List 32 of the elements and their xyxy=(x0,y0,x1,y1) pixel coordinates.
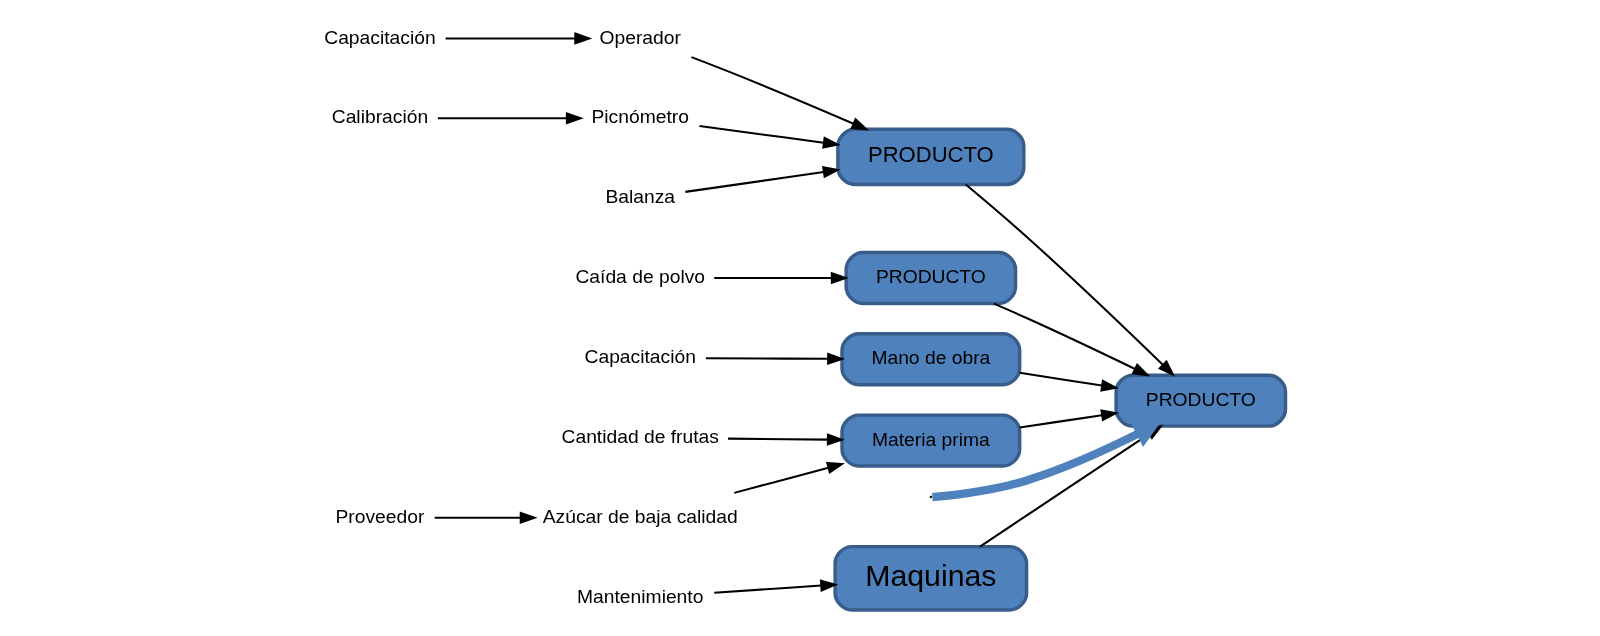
arrow xyxy=(993,302,1151,377)
arrow xyxy=(714,579,839,594)
node-text: Balanza xyxy=(605,186,676,208)
node-text: Azúcar de baja calidad xyxy=(542,505,738,527)
arrow xyxy=(437,112,584,125)
node-box: Mano de obra xyxy=(840,332,1022,387)
arrow xyxy=(727,433,845,446)
node-text: Cantidad de frutas xyxy=(561,425,719,447)
node-text: Caída de polvo xyxy=(575,266,706,288)
node-box: PRODUCTO xyxy=(844,250,1018,306)
arrow xyxy=(734,461,845,494)
arrow xyxy=(445,32,593,45)
node-text: Proveedor xyxy=(335,505,425,527)
arrow xyxy=(965,183,1176,377)
node-box: PRODUCTO xyxy=(1114,373,1288,428)
arrow xyxy=(691,56,870,131)
node-text: Capacitación xyxy=(584,346,696,368)
node-text: Picnómetro xyxy=(591,106,689,128)
arrow xyxy=(1019,409,1119,429)
node-text: Mantenimiento xyxy=(577,585,704,607)
node-text: Calibración xyxy=(331,106,429,128)
arrow xyxy=(705,352,846,366)
arrow xyxy=(1019,371,1119,392)
arrow xyxy=(434,511,538,524)
node-box: Materia prima xyxy=(840,413,1022,468)
arrow xyxy=(699,125,841,149)
node-text: Capacitación xyxy=(324,26,436,48)
arrow xyxy=(685,165,841,193)
node-text: Operador xyxy=(599,26,681,48)
arrow xyxy=(714,271,849,285)
node-box: Maquinas xyxy=(833,544,1029,612)
node-box: PRODUCTO xyxy=(836,127,1026,187)
